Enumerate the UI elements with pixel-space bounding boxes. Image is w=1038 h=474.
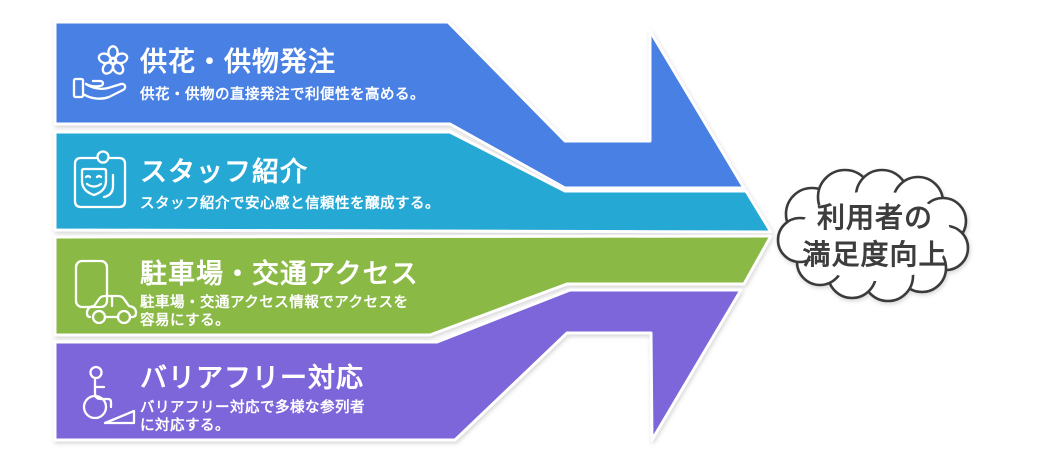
band-2-desc: スタッフ紹介で安心感と信頼性を醸成する。 <box>140 194 440 212</box>
result-cloud: 利用者の 満足度向上 <box>776 168 970 303</box>
band-3-desc-line2: 容易にする。 <box>139 311 230 329</box>
flower-hand-icon <box>72 45 129 100</box>
phone-car-icon <box>74 259 138 325</box>
band-shape-4 <box>53 288 743 442</box>
staff-badge-icon <box>73 150 127 209</box>
band-4-textblock: バリアフリー対応 バリアフリー対応で多様な参列者 に対応する。 <box>140 362 365 434</box>
band-1-textblock: 供花・供物発注 供花・供物の直接発注で利便性を高める。 <box>139 46 425 103</box>
band-4-title: バリアフリー対応 <box>140 362 364 393</box>
band-shape-2 <box>53 130 773 234</box>
band-2-textblock: スタッフ紹介 スタッフ紹介で安心感と信頼性を醸成する。 <box>140 156 440 212</box>
band-4-desc-line2: に対応する。 <box>140 416 230 434</box>
cloud-text-line1: 利用者の <box>817 202 933 233</box>
band-1-title: 供花・供物発注 <box>139 46 336 77</box>
band-3-desc-line1: 駐車場・交通アクセス情報でアクセスを <box>140 293 409 311</box>
cloud-text-line2: 満足度向上 <box>802 239 947 270</box>
band-shape-1 <box>53 20 746 190</box>
band-4-desc-line1: バリアフリー対応で多様な参列者 <box>140 398 365 416</box>
band-3-textblock: 駐車場・交通アクセス 駐車場・交通アクセス情報でアクセスを 容易にする。 <box>139 258 419 329</box>
band-3-title: 駐車場・交通アクセス <box>140 258 419 289</box>
band-2-title: スタッフ紹介 <box>140 156 308 187</box>
cloud-fill <box>799 191 951 281</box>
band-shape-3 <box>53 234 773 337</box>
wheelchair-ramp-icon <box>82 365 136 425</box>
band-1-desc: 供花・供物の直接発注で利便性を高める。 <box>139 85 425 103</box>
